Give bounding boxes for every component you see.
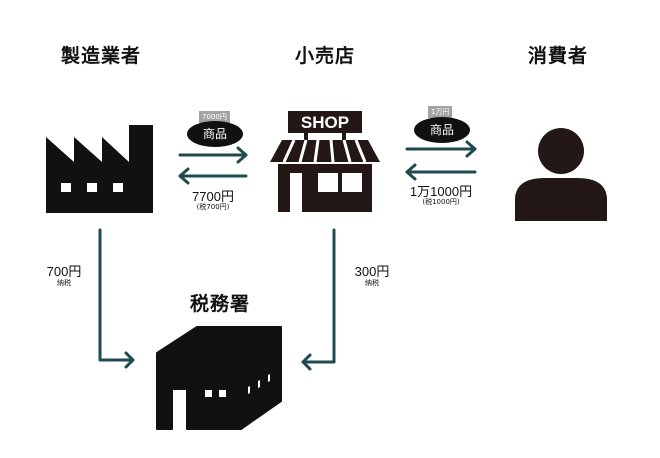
arrow-payment-to-manufacturer	[178, 167, 248, 185]
payment-amount: 1万1000円	[409, 184, 473, 199]
retailer-title: 小売店	[295, 45, 356, 67]
arrow-manufacturer-tax	[98, 228, 135, 369]
tax-office-title: 税務署	[190, 293, 251, 315]
goods-badge: 商品	[187, 121, 243, 147]
person-icon	[515, 128, 607, 221]
payment-tax-note: (税1000円)	[422, 198, 460, 206]
manufacturer-tax-amount: 700円	[46, 264, 82, 279]
payment-amount: 7700円	[192, 189, 234, 204]
manufacturer-title: 製造業者	[61, 45, 142, 67]
retailer-tax-amount: 300円	[354, 264, 390, 279]
factory-icon	[46, 125, 153, 213]
payment-tax-note: (税700円)	[196, 203, 230, 211]
arrow-goods-to-retailer	[178, 146, 248, 164]
shop-icon: SHOP	[270, 111, 380, 212]
arrow-payment-to-retailer	[405, 163, 477, 181]
arrow-retailer-tax	[301, 228, 336, 371]
shop-sign-text: SHOP	[301, 113, 349, 132]
retailer-tax-note: 納税	[365, 279, 379, 287]
manufacturer-tax-note: 納税	[57, 279, 71, 287]
goods-price-tag: 7000円	[199, 111, 230, 123]
arrow-goods-to-consumer	[405, 140, 477, 158]
goods-badge: 商品	[414, 117, 470, 143]
goods-price-tag: 1万円	[428, 106, 453, 118]
building-icon	[156, 326, 282, 430]
consumer-title: 消費者	[528, 45, 589, 67]
